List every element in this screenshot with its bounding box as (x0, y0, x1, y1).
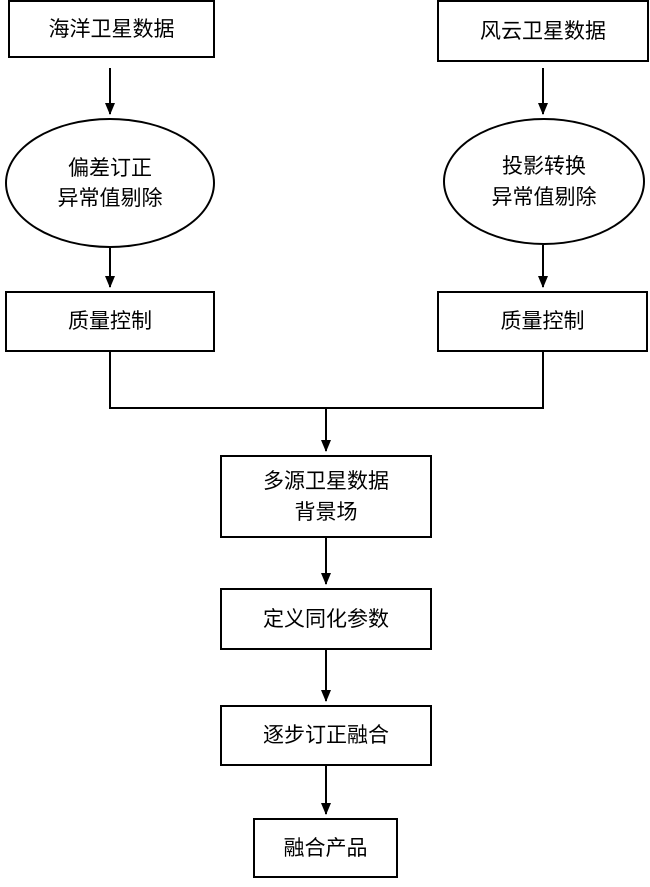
node-label: 风云卫星数据 (480, 18, 606, 43)
node-quality-control-right: 质量控制 (437, 291, 648, 352)
node-stepwise-correction-fusion: 逐步订正融合 (220, 705, 432, 766)
node-label-line2: 异常值剔除 (491, 184, 597, 209)
node-label: 融合产品 (283, 835, 368, 860)
node-label: 质量控制 (500, 309, 585, 334)
node-fengyun-satellite-data: 风云卫星数据 (437, 0, 649, 62)
merge-connector (109, 352, 544, 409)
node-label: 质量控制 (68, 309, 152, 334)
node-label-line1: 偏差订正 (68, 155, 152, 180)
node-multisource-background-field: 多源卫星数据 背景场 (220, 455, 432, 538)
node-label: 定义同化参数 (263, 606, 389, 631)
node-label-line1: 多源卫星数据 (263, 469, 389, 494)
node-projection-conversion-outlier-removal: 投影转换 异常值剔除 (443, 118, 645, 245)
node-define-assimilation-parameters: 定义同化参数 (220, 588, 432, 650)
node-quality-control-left: 质量控制 (5, 291, 215, 352)
node-label: 逐步订正融合 (263, 723, 389, 748)
node-label-line2: 异常值剔除 (57, 186, 163, 210)
node-fusion-product: 融合产品 (253, 818, 398, 878)
node-bias-correction-outlier-removal: 偏差订正 异常值剔除 (5, 118, 215, 248)
node-label-line1: 投影转换 (502, 154, 586, 179)
node-label: 海洋卫星数据 (48, 16, 175, 41)
node-ocean-satellite-data: 海洋卫星数据 (8, 0, 215, 58)
node-label-line2: 背景场 (294, 499, 358, 524)
